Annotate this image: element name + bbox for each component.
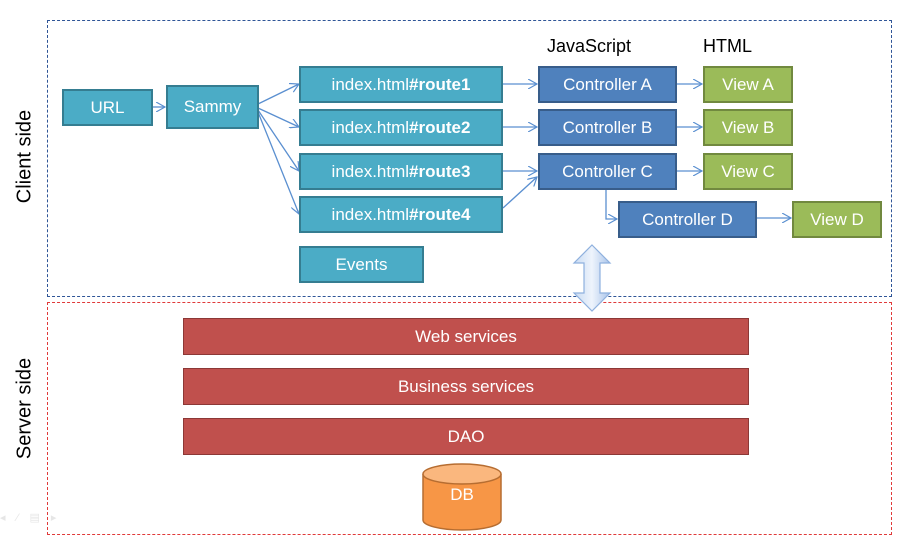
route1-box: index.html#route1 [299,66,503,103]
controller-b-box: Controller B [538,109,677,146]
route1-prefix: index.html [331,74,410,94]
route3-prefix: index.html [331,161,410,181]
route3-fragment: #route3 [409,161,471,181]
arrow-sammy-route3 [257,109,299,171]
route4-prefix: index.html [331,204,410,224]
view-c-box: View C [703,153,793,190]
route3-box: index.html#route3 [299,153,503,190]
web-services-layer: Web services [183,318,749,355]
javascript-header: JavaScript [547,36,632,56]
html-header: HTML [703,36,752,56]
route4-box: index.html#route4 [299,196,503,233]
arrow-controller-c-controller-d [605,188,617,219]
route4-fragment: #route4 [409,204,471,224]
arrow-sammy-route1 [257,84,299,105]
route2-fragment: #route2 [409,117,471,137]
dao-layer: DAO [183,418,749,455]
sammy-box: Sammy [166,85,259,129]
view-d-box: View D [792,201,882,238]
route2-box: index.html#route2 [299,109,503,146]
db-label: DB [450,485,474,504]
server-side-region [47,302,892,535]
slide-nav-icons: ◂ ⁄ ▤ ▸ [0,512,61,524]
controller-d-box: Controller D [618,201,757,238]
route2-prefix: index.html [331,117,410,137]
business-services-layer: Business services [183,368,749,405]
client-side-region [47,20,892,297]
url-box: URL [62,89,153,126]
client-server-exchange-arrow [572,244,612,312]
route1-fragment: #route1 [409,74,471,94]
controller-a-box: Controller A [538,66,677,103]
db-cylinder-icon [422,463,502,531]
controller-c-box: Controller C [538,153,677,190]
arrow-route4-controller-c [502,177,537,209]
view-b-box: View B [703,109,793,146]
arrow-sammy-route2 [257,107,299,127]
arrow-sammy-route4 [257,111,299,214]
events-box: Events [299,246,424,283]
view-a-box: View A [703,66,793,103]
